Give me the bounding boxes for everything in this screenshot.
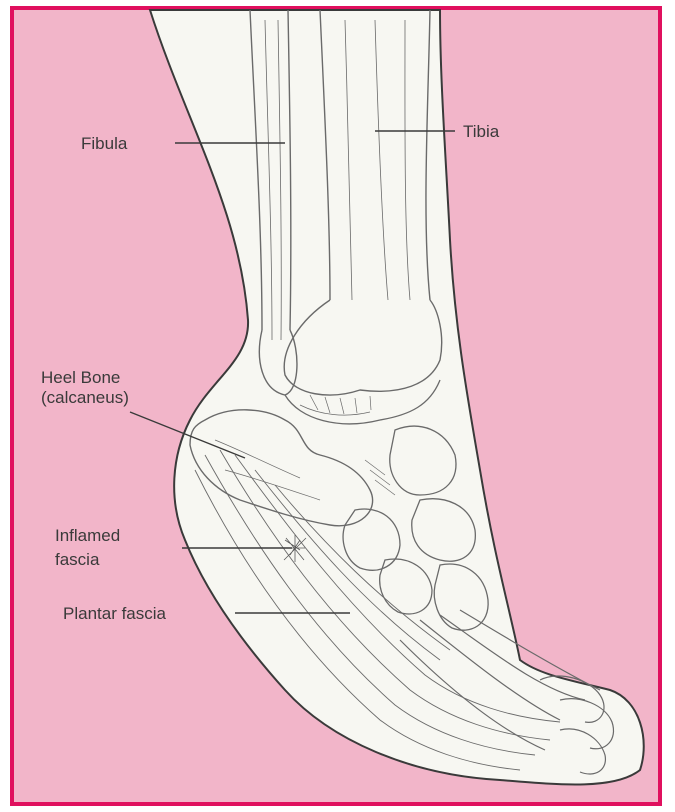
leg-foot-outline bbox=[150, 10, 644, 784]
fascia-label: fascia bbox=[55, 549, 99, 570]
calcaneus-label: (calcaneus) bbox=[41, 387, 129, 408]
fibula-label: Fibula bbox=[81, 133, 127, 154]
inflamed-label: Inflamed bbox=[55, 525, 120, 546]
heel-bone-label: Heel Bone bbox=[41, 367, 120, 388]
tibia-label: Tibia bbox=[463, 121, 499, 142]
plantar-fascia-label: Plantar fascia bbox=[63, 603, 166, 624]
